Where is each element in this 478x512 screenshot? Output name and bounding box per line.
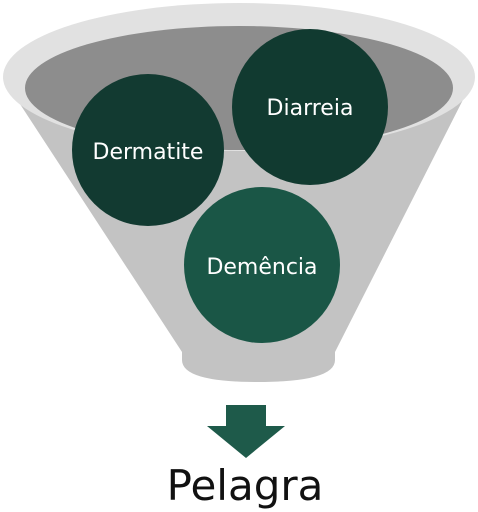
circle-diarrhea (232, 29, 388, 185)
circle-dementia (184, 187, 340, 343)
result-label: Pelagra (167, 461, 324, 510)
circle-dermatitis (72, 74, 224, 226)
down-arrow-icon (207, 405, 285, 458)
label-dermatitis: Dermatite (93, 140, 204, 165)
label-diarrhea: Diarreia (267, 96, 354, 121)
label-dementia: Demência (206, 255, 317, 280)
